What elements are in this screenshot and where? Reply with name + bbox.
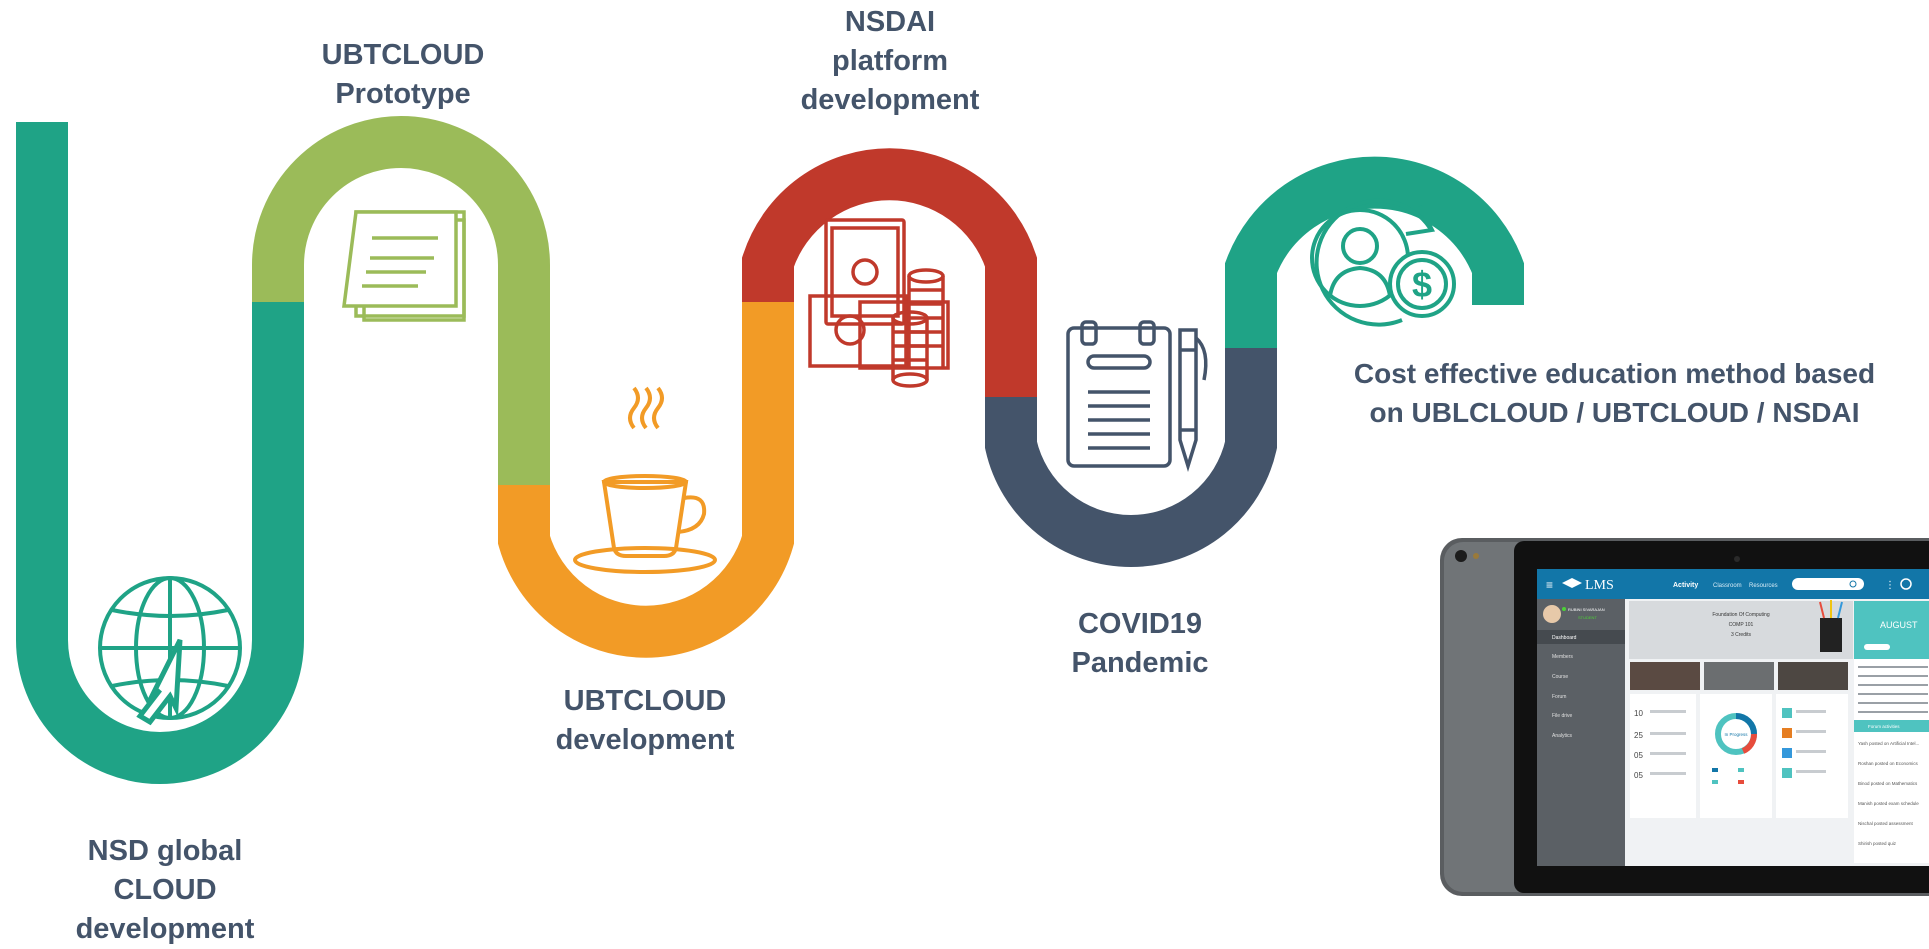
ribbon-segment-green-end: [1225, 156, 1524, 348]
coffee-cup-icon: [573, 386, 717, 574]
course-banner[interactable]: [1629, 601, 1853, 659]
avatar[interactable]: [1543, 605, 1561, 623]
sidebar-item-file-drive[interactable]: File drive: [1552, 713, 1573, 719]
ribbon-segment-lime: [252, 116, 550, 485]
milestone-line: COVID19: [1077, 608, 1203, 640]
forum-item[interactable]: Yash posted on Artificial Intel...: [1858, 741, 1919, 746]
milestone-line: Pandemic: [1071, 647, 1209, 679]
course-progress-card: [1700, 694, 1772, 818]
lms-dashboard-screen: ≡ LMS Activity Classroom Resources ⋮ RUB…: [1440, 538, 1929, 896]
globe-cursor-icon: [98, 576, 242, 726]
clipboard-pen-icon: [1066, 320, 1208, 472]
gear-icon[interactable]: [1900, 578, 1912, 590]
graduation-cap-icon: [1562, 578, 1582, 588]
search-icon[interactable]: [1849, 580, 1857, 588]
sidebar-item-course[interactable]: Course: [1552, 674, 1568, 680]
user-dollar-cycle-icon: $: [1310, 198, 1456, 327]
milestone-label-nsd-global: NSD global CLOUD development: [40, 832, 290, 949]
user-status: STUDENT: [1578, 615, 1597, 620]
milestone-line: on UBLCLOUD / UBTCLOUD / NSDAI: [1369, 397, 1860, 428]
milestone-label-ubtcloud-prototype: UBTCLOUD Prototype: [283, 36, 523, 114]
course-thumbnail[interactable]: [1778, 662, 1848, 690]
nav-classroom[interactable]: Classroom: [1713, 583, 1742, 589]
course-title: Foundation Of Computing: [1712, 612, 1769, 618]
milestone-line: development: [555, 724, 735, 756]
svg-text:$: $: [1412, 264, 1432, 305]
lms-logo[interactable]: LMS: [1585, 578, 1614, 593]
milestone-line: Cost effective education method based: [1353, 358, 1876, 389]
course-thumbnail[interactable]: [1630, 662, 1700, 690]
milestone-line: Prototype: [335, 78, 471, 110]
milestone-label-cost-effective: Cost effective education method based on…: [1300, 354, 1929, 432]
course-code: COMP 101: [1729, 622, 1754, 628]
ribbon-segment-orange: [498, 302, 794, 658]
list-number: 25: [1634, 731, 1643, 740]
milestone-line: CLOUD: [113, 874, 217, 906]
forum-item[interactable]: Nischal posted assessment: [1858, 821, 1914, 826]
sidebar-item-dashboard[interactable]: Dashboard: [1552, 635, 1577, 641]
sidebar-item-members[interactable]: Members: [1552, 654, 1573, 660]
course-credits: 3 Credits: [1731, 632, 1752, 638]
ribbon-segment-slate: [985, 348, 1277, 567]
sidebar-item-analytics[interactable]: Analytics: [1552, 733, 1573, 739]
milestone-label-ubtcloud-development: UBTCLOUD development: [520, 682, 770, 760]
user-name: RUBINI SIVARAJAN: [1568, 607, 1605, 612]
tablet-mockup: ≡ LMS Activity Classroom Resources ⋮ RUB…: [1440, 538, 1929, 896]
milestone-line: UBTCLOUD: [321, 39, 485, 71]
money-stack-icon: [808, 218, 950, 388]
milestone-line: development: [75, 913, 255, 945]
calendar-header: [1854, 601, 1929, 659]
calendar-month: AUGUST: [1880, 620, 1918, 630]
milestone-line: development: [800, 84, 980, 116]
forum-item[interactable]: Shirish posted quiz: [1858, 841, 1897, 846]
list-number: 05: [1634, 771, 1643, 780]
forum-item[interactable]: Roshan posted on Economics: [1858, 761, 1919, 766]
menu-icon[interactable]: ≡: [1546, 578, 1553, 592]
forum-header-label: Forum activities: [1868, 724, 1900, 729]
calendar-grid[interactable]: [1858, 666, 1928, 713]
nav-resources[interactable]: Resources: [1749, 583, 1778, 589]
milestone-line: platform: [832, 45, 948, 77]
milestone-line: UBTCLOUD: [563, 685, 727, 717]
milestone-line: NSD global: [87, 835, 243, 867]
list-number: 05: [1634, 751, 1643, 760]
nav-activity[interactable]: Activity: [1673, 582, 1698, 589]
ribbon-segment-red: [742, 148, 1037, 397]
forum-header: [1854, 720, 1929, 732]
forum-item[interactable]: Binod posted on Mathematics: [1858, 781, 1918, 786]
forum-item[interactable]: Manish posted exam schedule: [1858, 801, 1919, 806]
milestone-label-covid19: COVID19 Pandemic: [1025, 605, 1255, 683]
list-number: 10: [1634, 709, 1643, 718]
milestone-label-nsdai-platform: NSDAI platform development: [765, 3, 1015, 120]
milestone-line: NSDAI: [844, 6, 936, 38]
pencil-cup-image: [1820, 618, 1842, 652]
sidebar-item-forum[interactable]: Forum: [1552, 694, 1566, 700]
sticky-note-icon: [342, 210, 466, 322]
search-input[interactable]: [1792, 578, 1864, 590]
camera-icon: [1455, 550, 1467, 562]
course-status-card: [1630, 694, 1696, 818]
more-menu-icon[interactable]: ⋮: [1885, 580, 1895, 591]
course-thumbnail[interactable]: [1704, 662, 1774, 690]
ribbon-segment-green-start: [16, 122, 304, 784]
progress-label: In Progress: [1724, 732, 1748, 737]
